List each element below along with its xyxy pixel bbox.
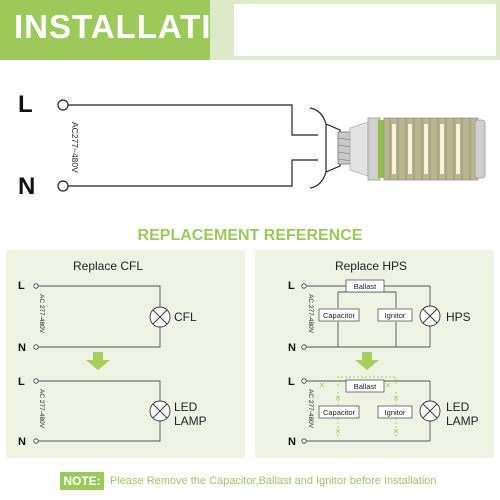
hps-after-lamp-label-1: LED (446, 400, 470, 414)
hps-panel: Replace HPS L N AC 277-480V Ballast Capa… (255, 250, 494, 458)
main-line-terminal (57, 99, 69, 111)
cfl-before-line-label: L (18, 280, 25, 292)
hps-led-lamp-symbol (419, 400, 441, 422)
hps-capacitor-box (318, 308, 360, 322)
cfl-after-line-label: L (18, 376, 25, 388)
cfl-after-lamp-label-2: LAMP (174, 414, 207, 428)
cfl-down-arrow (86, 352, 110, 370)
hps-after-ballast-label: Ballast (354, 382, 377, 391)
hps-removed-components-dashed (337, 376, 397, 436)
note-text: Please Remove the Capacitor,Ballast and … (110, 475, 437, 487)
hps-after-ignitor-label: Ignitor (385, 408, 406, 417)
main-neutral-wire (68, 159, 318, 187)
hps-capacitor-label: Capacitor (323, 311, 356, 320)
hps-before-neutral-label: N (288, 342, 296, 354)
hps-after-voltage-label: AC 277-480V (307, 389, 314, 429)
screw-base (337, 131, 353, 165)
hps-before-lamp-label: HPS (446, 310, 471, 324)
led-corn-lamp (349, 117, 486, 181)
hps-lamp-symbol (419, 305, 441, 327)
main-neutral-label: N (18, 173, 35, 200)
hps-ballast-box (345, 279, 385, 293)
cfl-led-lamp-symbol (149, 400, 171, 422)
cfl-before-lamp-label: CFL (174, 310, 197, 324)
main-neutral-terminal (57, 180, 69, 192)
hps-after-capacitor-box (318, 405, 360, 419)
hps-panel-title: Replace HPS (335, 259, 407, 273)
hps-removed-marks (319, 382, 399, 434)
hps-after-ballast-box (345, 379, 385, 393)
hps-after-line-label: L (288, 376, 295, 388)
hps-ignitor-label: Ignitor (385, 311, 406, 320)
cfl-panel: Replace CFL L N AC 277-480V CFL L N AC 2… (6, 250, 245, 458)
hps-ballast-label: Ballast (354, 282, 377, 291)
cfl-after-voltage-label: AC 277-480V (38, 389, 45, 429)
header-stripe-inner (234, 4, 496, 56)
replacement-title: REPLACEMENT REFERENCE (138, 227, 363, 244)
main-voltage-label: AC277~480V (70, 122, 80, 173)
hps-after-capacitor-label: Capacitor (323, 408, 356, 417)
hps-ignitor-box (377, 308, 413, 322)
cfl-panel-background (6, 250, 245, 458)
cfl-before-voltage-label: AC 277-480V (38, 294, 45, 334)
cfl-after-lamp-label-1: LED (174, 400, 198, 414)
main-line-label: L (18, 91, 33, 118)
note-badge: NOTE: (60, 472, 104, 490)
cfl-before-neutral-label: N (18, 342, 26, 354)
main-line-wire (68, 104, 318, 136)
hps-before-line-label: L (288, 280, 295, 292)
main-diagram: L N AC277~480V (18, 91, 486, 200)
hps-after-lamp-label-2: LAMP (446, 414, 479, 428)
hps-down-arrow (355, 352, 379, 370)
cfl-panel-title: Replace CFL (73, 259, 143, 273)
cfl-lamp-symbol (149, 306, 171, 328)
cfl-after-neutral-label: N (18, 436, 26, 448)
hps-after-neutral-label: N (288, 436, 296, 448)
hps-after-ignitor-box (377, 405, 413, 419)
lamp-socket (309, 107, 327, 189)
hps-before-voltage-label: AC 277-480V (307, 294, 314, 334)
